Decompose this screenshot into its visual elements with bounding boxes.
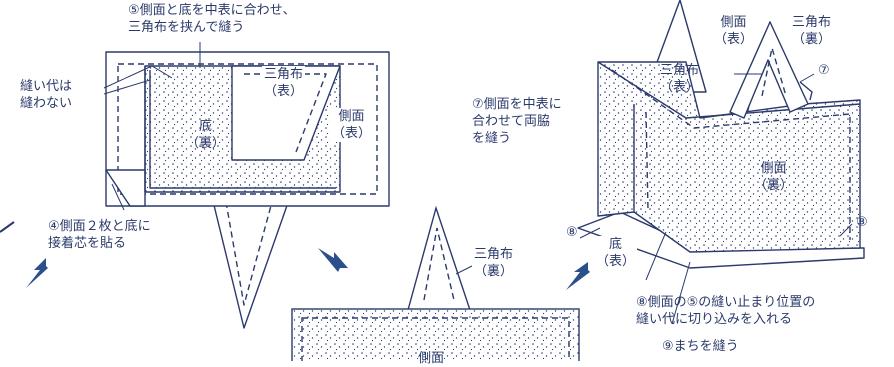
right-panel-diagram (577, 0, 865, 269)
marker7-small: ⑦ (818, 63, 830, 78)
step7-label: ⑦側面を中表に 合わせて両脇 を縫う (470, 96, 564, 147)
arrows (0, 221, 590, 290)
side-piece-mid (291, 308, 580, 361)
seam-allowance-label: 縫い代は 縫わない (20, 79, 73, 111)
arrow-up-right-icon (566, 262, 590, 290)
step5-label: ⑤側面と底を中表に合わせ、 三角布を挟んで縫う (128, 3, 296, 35)
side-piece-bottom-triangle (211, 196, 291, 329)
marker8-right: ⑧ (856, 215, 868, 230)
side-front-label-2: 側面 （表） (712, 14, 756, 48)
triangle-piece-mid (407, 205, 471, 311)
arrow-down-right-icon (318, 248, 348, 272)
arrow-up-right-icon (26, 258, 48, 288)
side-front-label-1: 側面 （表） (330, 108, 374, 142)
step8-label: ⑧側面の⑤の縫い止まり位置の 縫い代に切り込みを入れる (636, 295, 816, 327)
bottom-front-label: 底 （表） (594, 236, 638, 270)
front-triangle-right (729, 21, 809, 119)
marker8-left: ⑧ (566, 225, 578, 240)
triangle-front-label-1: 三角布 （表） (262, 66, 306, 100)
side-mid-label: 側面 (418, 351, 445, 366)
triangle-front-label-2: 三角布 （表） (660, 63, 700, 95)
side-back-label: 側面 （裏） (754, 161, 794, 193)
bottom-back-label: 底 （裏） (186, 119, 226, 151)
folded-corner (105, 169, 146, 207)
left-panel-diagram (105, 51, 390, 329)
center-panel-diagram (291, 205, 580, 361)
step9-label: ⑨まちを縫う (662, 339, 739, 354)
triangle-back-label-right: 三角布 （裏） (790, 14, 834, 48)
step4-label: ④側面２枚と底に 接着芯を貼る (46, 218, 153, 252)
triangle-back-label-mid: 三角布 （裏） (472, 246, 516, 280)
